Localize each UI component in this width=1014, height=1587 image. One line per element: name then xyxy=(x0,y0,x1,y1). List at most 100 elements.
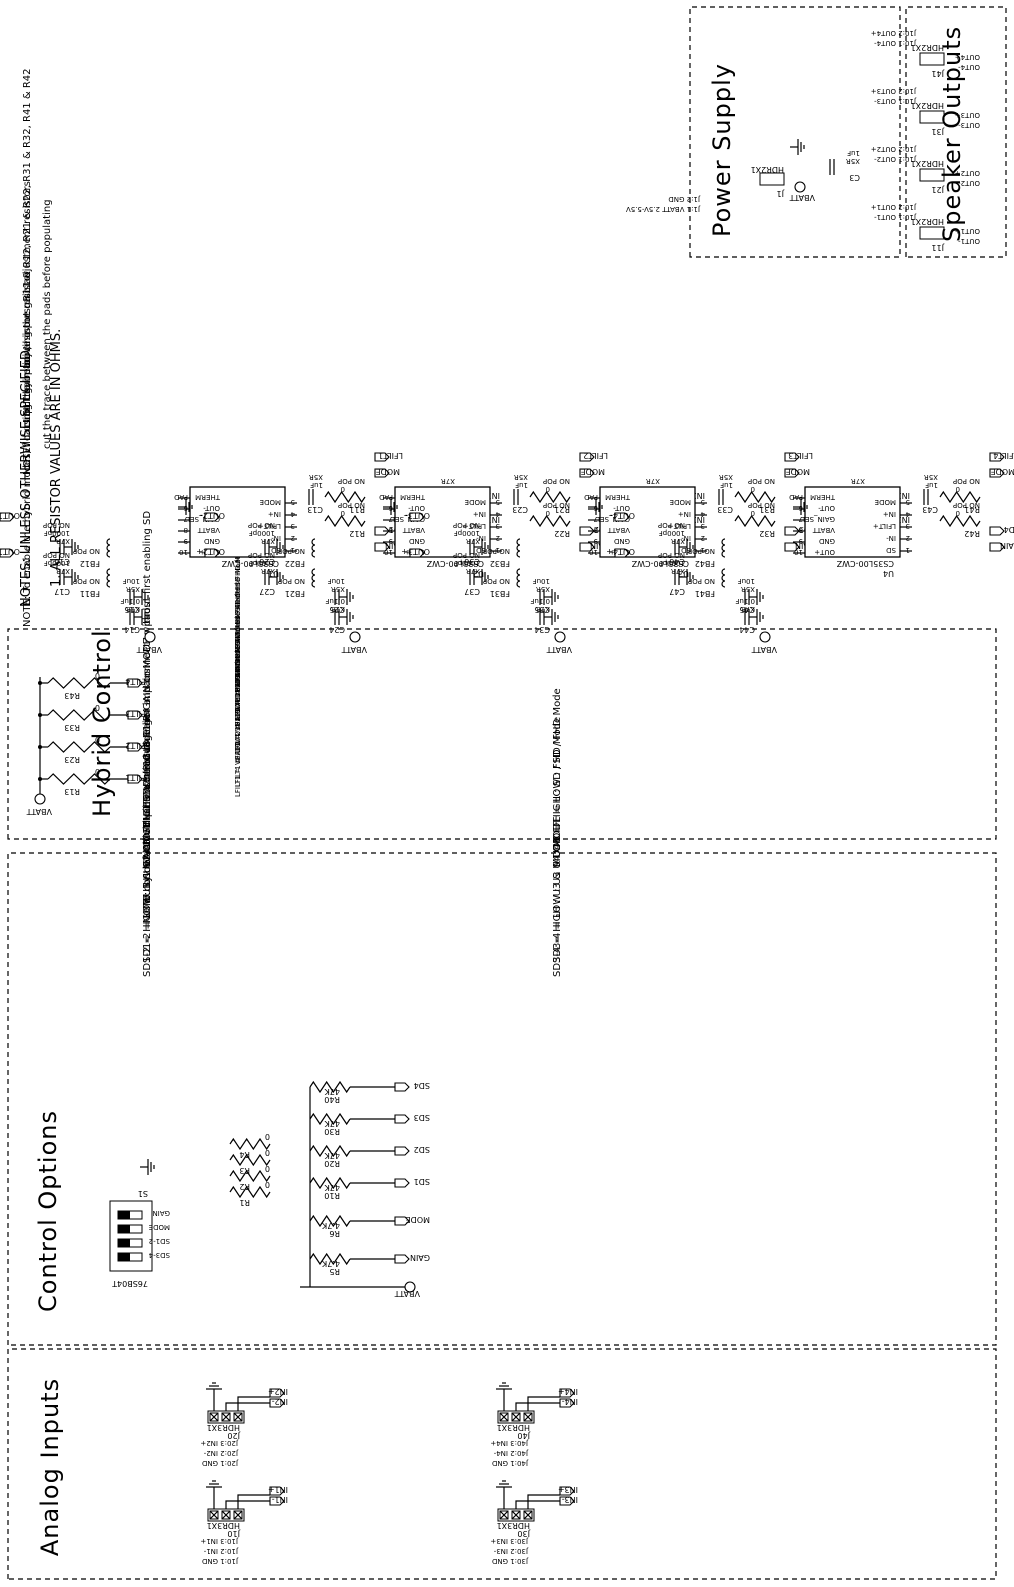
net-label: LFILT1 xyxy=(378,451,403,460)
net-port-icon xyxy=(989,526,1005,536)
net-port-icon xyxy=(374,468,390,478)
resistor-value: 0 xyxy=(341,509,345,517)
resistor-ref: R42 xyxy=(964,529,980,538)
resistor-zigzag xyxy=(229,1137,271,1151)
header-pin-cross xyxy=(511,1412,521,1422)
capacitor-dielectric: X7R xyxy=(646,477,660,485)
resistor-ref: R1 xyxy=(239,1198,250,1207)
resistor-ref: R43 xyxy=(64,691,80,700)
ic-pin-name: SD xyxy=(886,546,896,554)
header-ref: J1 xyxy=(777,189,785,198)
control-note: GAIN = LOW : +12dB Gain xyxy=(142,714,153,847)
header-ref: J40 xyxy=(517,1431,531,1440)
ic-pin-name: THERM xyxy=(195,493,221,501)
resistor-dnp: NO POP xyxy=(338,501,365,509)
capacitor-ref: C3 xyxy=(849,173,860,182)
vbatt-label: VBATT xyxy=(136,645,162,654)
switch-body xyxy=(109,1200,153,1272)
wire xyxy=(237,1494,270,1509)
resistor-zigzag xyxy=(734,514,776,528)
net-port-icon xyxy=(784,468,800,478)
vbatt-label: VBATT xyxy=(26,807,52,816)
ground-icon xyxy=(679,569,694,585)
ic-pin-number: 2 xyxy=(496,534,500,542)
capacitor-dielectric: X5R xyxy=(331,585,345,593)
ic-part: CS35L00-CWZ xyxy=(221,559,279,568)
capacitor-dielectric: X7R xyxy=(261,567,275,575)
net-label: MODE xyxy=(376,467,400,476)
ground-icon xyxy=(206,1382,222,1397)
ground-icon xyxy=(64,569,79,585)
capacitor-symbol xyxy=(829,159,835,175)
ic-ref: U4 xyxy=(883,569,894,578)
ic-pin-number: 10 xyxy=(179,548,188,556)
switch-signal-label: SD3-4 xyxy=(148,1251,170,1259)
resistor-ref: R20 xyxy=(324,1159,340,1168)
capacitor-ref: C23 xyxy=(512,505,528,514)
ic-pin-name: THERM xyxy=(605,493,631,501)
switch-pin-number: 3 xyxy=(0,1193,2,1197)
switch-pin-number: 6 xyxy=(0,1282,2,1287)
speaker-outputs-frame xyxy=(905,6,1007,258)
resistor-value: 4.7K xyxy=(321,1221,340,1230)
header-type: HDR2X1 xyxy=(911,101,944,110)
net-port-icon xyxy=(409,512,425,522)
capacitor-dielectric: X5R xyxy=(846,157,860,165)
ferrite-bead-coil xyxy=(721,538,726,558)
ic-part: CS35L00-CWZ xyxy=(426,559,484,568)
ic-pin-number: PAD xyxy=(174,493,188,501)
wire xyxy=(515,1402,560,1411)
capacitor-value: 1uF xyxy=(720,481,733,489)
hybrid-table-line: LFILT3 = FLOAT : U3 -> HD or FHD Mode xyxy=(234,578,242,719)
resistor-value: 0 xyxy=(751,509,755,517)
hybrid-table-line: LFILT4 = FLOAT : U4 -> HD or FHD Mode xyxy=(234,544,242,685)
ic-pin-number: PAD xyxy=(379,493,393,501)
ferrite-bead-symbol xyxy=(311,538,316,558)
ic-pin-number: 7 xyxy=(389,515,393,523)
resistor-dnp: NO POP xyxy=(748,477,775,485)
net-label: LFILT2 xyxy=(125,741,150,750)
ferrite-dnp: NO POP xyxy=(688,577,715,585)
capacitor-dielectric: X5R xyxy=(741,585,755,593)
analog-inputs-frame xyxy=(7,1348,997,1580)
header-pin-icon xyxy=(209,1412,219,1422)
capacitor-dielectric: X7R xyxy=(261,537,275,545)
ic-pin-number: 2 xyxy=(906,534,910,542)
net-label: MODE xyxy=(581,467,605,476)
resistor-zigzag xyxy=(309,1176,351,1190)
net-port-icon xyxy=(269,1398,285,1408)
vbatt-label: VBATT xyxy=(789,193,815,202)
ic-pin-name: VBATT xyxy=(402,526,425,534)
net-port-icon xyxy=(269,1486,285,1496)
header-pin-icon xyxy=(511,1412,521,1422)
capacitor-value: 1uF xyxy=(925,481,938,489)
header-pin-label: J10:2 OUT1+ xyxy=(871,203,917,211)
ic-pin-number: 8 xyxy=(389,526,393,534)
resistor-zigzag xyxy=(324,490,366,504)
hybrid-note: NOTE: To enable the hybrid modes, float … xyxy=(22,270,33,627)
header-pin-label: J20:3 IN2+ xyxy=(200,1439,239,1447)
capacitor-ref: C14 xyxy=(124,625,140,634)
net-label: IN3- xyxy=(562,1495,578,1504)
resistor-zigzag xyxy=(309,1080,351,1094)
capacitor-dnp: NO POP xyxy=(43,551,70,559)
capacitor-ref: C33 xyxy=(717,505,733,514)
ferrite-bead-coil xyxy=(106,538,111,558)
net-port-icon xyxy=(559,1398,575,1408)
ic-pin-number: 10 xyxy=(384,548,393,556)
control-note: SD1-2 = LOW : U1 & U2 OFF xyxy=(142,821,153,963)
header-type: HDR2X1 xyxy=(911,217,944,226)
ferrite-dnp: NO POP xyxy=(278,577,305,585)
resistor-ref: R33 xyxy=(64,723,80,732)
header-pin-icon xyxy=(499,1412,509,1422)
capacitor-symbol xyxy=(513,489,519,505)
header-pin-label: J20:2 IN2- xyxy=(203,1449,239,1457)
net-port-icon xyxy=(559,1486,575,1496)
resistor-ref: R22 xyxy=(554,529,570,538)
ic-part: CS35L00-CWZ xyxy=(836,559,894,568)
